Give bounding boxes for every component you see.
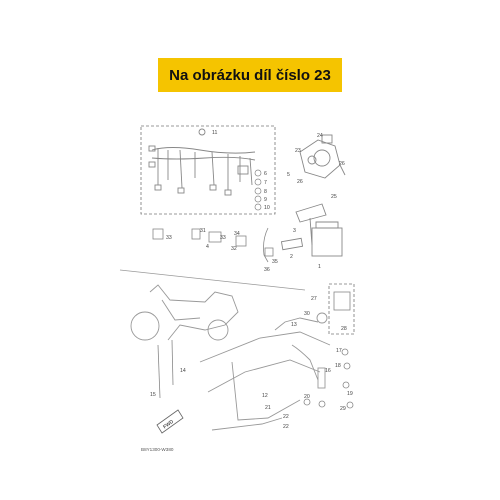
callout-10: 10	[264, 205, 270, 211]
callout-14: 14	[180, 368, 186, 374]
callout-23: 23	[295, 148, 301, 154]
section-divider	[119, 269, 306, 291]
part-27-28-box	[328, 283, 355, 335]
callout-20: 20	[304, 394, 310, 400]
callout-27: 27	[311, 296, 317, 302]
harness-group-box	[140, 125, 276, 215]
callout-18: 18	[335, 363, 341, 369]
callout-16: 16	[325, 368, 331, 374]
callout-29: 29	[340, 406, 346, 412]
svg-text:FWD: FWD	[162, 419, 175, 431]
callout-5: 5	[287, 172, 290, 178]
callout-22a: 22	[283, 414, 289, 420]
part-number-banner: Na obrázku díl číslo 23	[158, 58, 342, 92]
callout-3: 3	[293, 228, 296, 234]
callout-26b: 26	[297, 179, 303, 185]
callout-30: 30	[304, 311, 310, 317]
callout-1: 1	[318, 264, 321, 270]
scooter-outline	[130, 284, 239, 341]
small-fasteners	[303, 348, 354, 409]
callout-4: 4	[206, 244, 209, 250]
callout-24: 24	[317, 133, 323, 139]
callout-2: 2	[290, 254, 293, 260]
callout-17: 17	[336, 348, 342, 354]
callout-7: 7	[264, 180, 267, 186]
callout-33b: 33	[220, 235, 226, 241]
callout-33a: 33	[166, 235, 172, 241]
middle-row-parts	[152, 227, 274, 263]
callout-15: 15	[150, 392, 156, 398]
callout-6: 6	[264, 171, 267, 177]
callout-31: 31	[200, 228, 206, 234]
callout-26a: 26	[339, 161, 345, 167]
callout-25: 25	[331, 194, 337, 200]
callout-35: 35	[272, 259, 278, 265]
frame-assembly	[199, 312, 331, 431]
wire-harness	[148, 128, 256, 196]
callout-12: 12	[262, 393, 268, 399]
part-27	[333, 291, 351, 311]
callout-22b: 22	[283, 424, 289, 430]
callout-9: 9	[264, 197, 267, 203]
callout-36: 36	[264, 267, 270, 273]
fwd-arrow-icon: FWD	[156, 409, 184, 434]
part-23-assembly	[280, 134, 346, 257]
callout-19: 19	[347, 391, 353, 397]
callout-32: 32	[231, 246, 237, 252]
callout-labels: 1 2 3 4 5 6 7 8 9 10 11 12 13 14 15 16 1…	[150, 130, 353, 430]
callout-34: 34	[234, 231, 240, 237]
banner-text: Na obrázku díl číslo 23	[169, 66, 331, 84]
callout-11: 11	[212, 130, 217, 136]
callout-21: 21	[265, 405, 271, 411]
callout-28: 28	[341, 326, 347, 332]
callout-13: 13	[291, 322, 297, 328]
figure-code: B8Y1300-W380	[141, 447, 174, 452]
callout-8: 8	[264, 189, 267, 195]
connector-group-6-10	[254, 169, 262, 211]
cable-ties	[157, 339, 174, 399]
